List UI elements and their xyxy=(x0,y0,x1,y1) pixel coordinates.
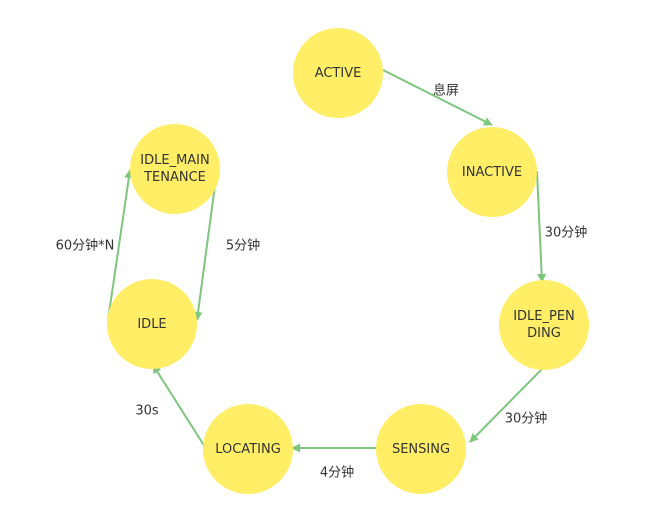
state-node-idle: IDLE xyxy=(107,279,197,369)
edge-label-inactive-to-idle-pending: 30分钟 xyxy=(544,225,588,241)
edge-label-idle-to-idle-maintenance: 60分钟*N xyxy=(55,238,115,254)
edge-idle-to-idle-maintenance xyxy=(107,169,134,321)
state-node-sensing: SENSING xyxy=(376,404,466,494)
state-node-inactive: INACTIVE xyxy=(447,127,537,217)
edge-idle-pending-to-sensing xyxy=(469,367,544,443)
edge-inactive-to-idle-pending xyxy=(536,170,547,283)
state-node-active: ACTIVE xyxy=(293,28,383,118)
state-node-idle-pending: IDLE_PEN DING xyxy=(499,280,589,370)
edge-label-sensing-to-locating: 4分钟 xyxy=(319,465,355,481)
edge-label-idle-pending-to-sensing: 30分钟 xyxy=(504,411,548,427)
edge-idle-maintenance-to-idle xyxy=(193,169,218,321)
edge-locating-to-idle xyxy=(152,364,206,448)
edge-label-active-to-inactive: 息屏 xyxy=(432,83,460,99)
state-node-idle-maintenance: IDLE_MAIN TENANCE xyxy=(130,124,220,214)
edge-label-locating-to-idle: 30s xyxy=(135,403,159,419)
edge-label-idle-maintenance-to-idle: 5分钟 xyxy=(225,238,261,254)
state-node-locating: LOCATING xyxy=(203,404,293,494)
edge-active-to-inactive xyxy=(382,69,493,126)
